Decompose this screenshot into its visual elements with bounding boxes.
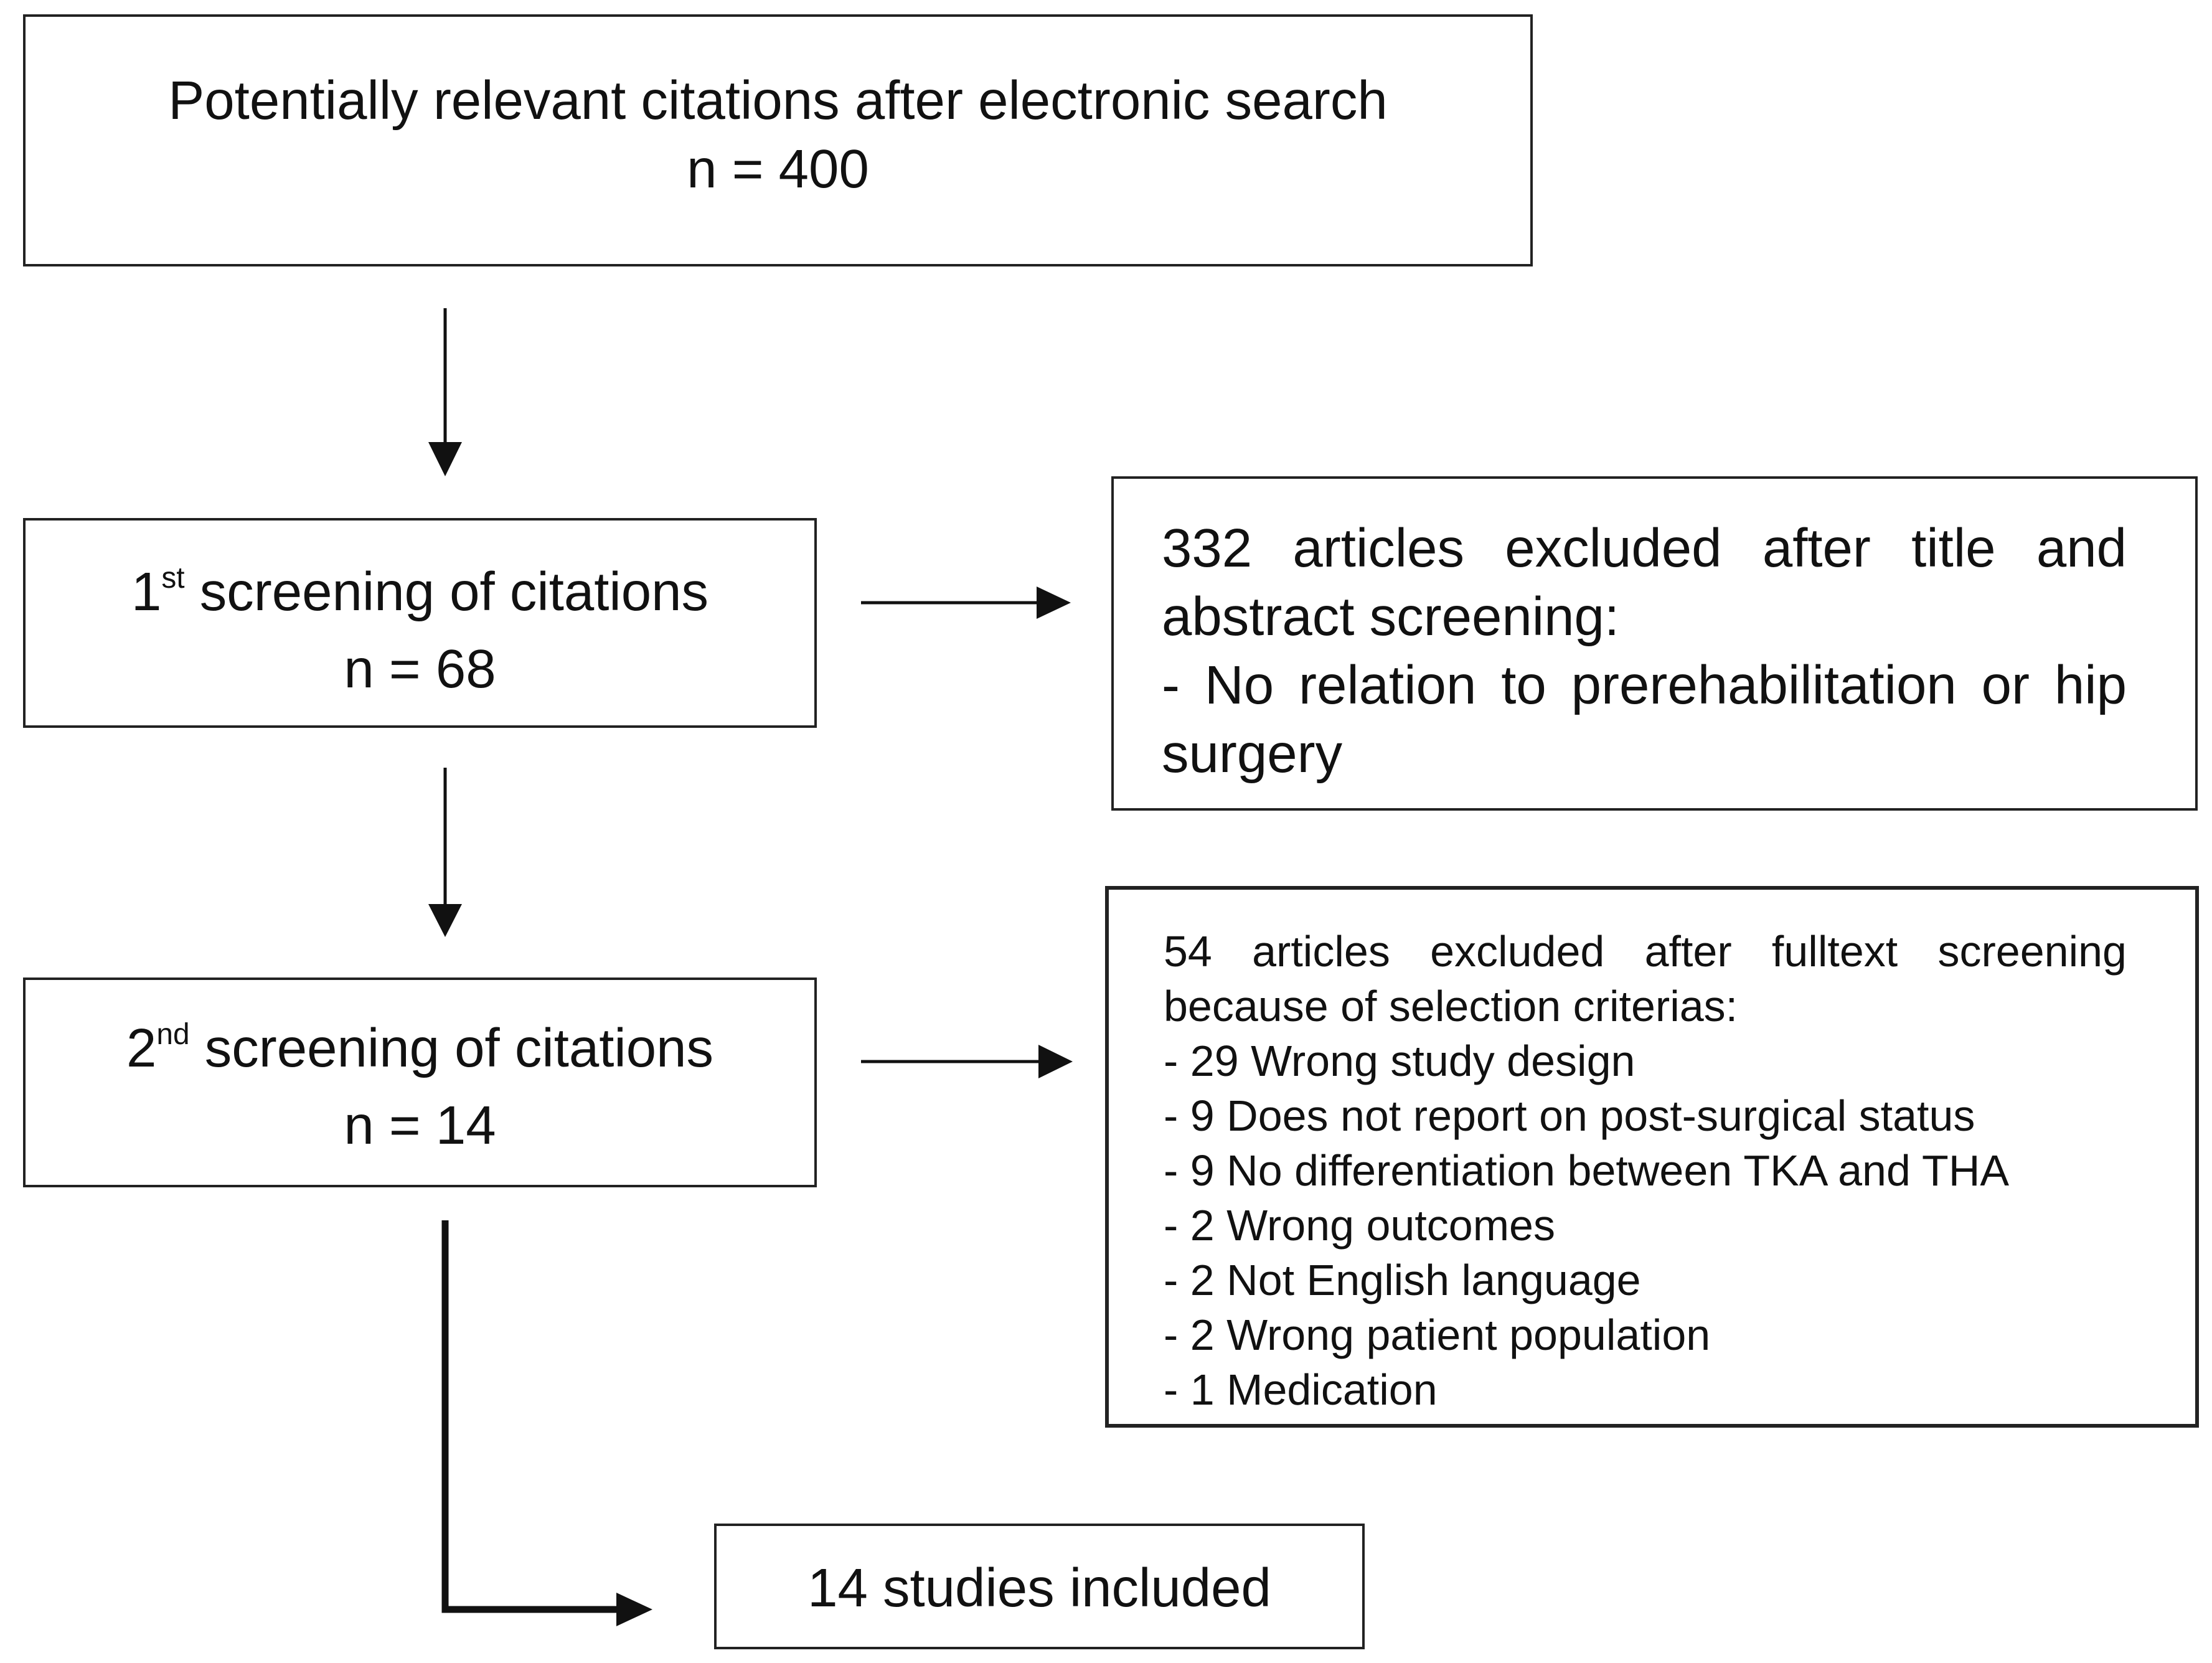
arrowhead-screening2-to-exclusion2: [1038, 1045, 1073, 1078]
fulltext-exclusion-reason: - 2 Wrong patient population: [1164, 1311, 1711, 1359]
arrowhead-screening1-to-exclusion1: [1037, 587, 1071, 619]
search-results-box: Potentially relevant citations after ele…: [23, 14, 1533, 266]
second-screening-label: screening of citations: [189, 1018, 714, 1078]
title-abstract-exclusion-text: 332 articles excluded after title and ab…: [1162, 518, 2127, 647]
studies-included-box: 14 studies included: [714, 1524, 1365, 1649]
first-screening-title: 1st screening of citations: [26, 558, 814, 635]
first-screening-label: screening of citations: [184, 562, 709, 622]
search-count: n = 400: [687, 139, 869, 199]
arrowhead-screening1-to-screening2: [428, 904, 462, 937]
fulltext-exclusion-reason: - 9 No differentiation between TKA and T…: [1164, 1146, 2010, 1195]
title-abstract-exclusion-reason: - No relation to prerehabilitation or hi…: [1162, 655, 2127, 784]
second-screening-title: 2nd screening of citations: [26, 1014, 814, 1091]
fulltext-exclusion-reason: - 29 Wrong study design: [1164, 1037, 1635, 1085]
fulltext-exclusion-reason: - 2 Wrong outcomes: [1164, 1201, 1555, 1250]
second-screening-count: n = 14: [344, 1095, 496, 1156]
first-screening-count: n = 68: [344, 639, 496, 699]
first-screening-box: 1st screening of citations n = 68: [23, 518, 817, 728]
title-abstract-exclusion-box: 332 articles excluded after title and ab…: [1111, 476, 2198, 811]
first-screening-ordinal-suffix: st: [161, 562, 185, 595]
arrowhead-screening2-to-included: [616, 1593, 652, 1626]
studies-included-text: 14 studies included: [807, 1558, 1271, 1618]
fulltext-exclusion-text: 54 articles excluded after fulltext scre…: [1164, 927, 2127, 1030]
second-screening-ordinal: 2: [126, 1018, 157, 1078]
second-screening-box: 2nd screening of citations n = 14: [23, 978, 817, 1187]
search-title: Potentially relevant citations after ele…: [168, 70, 1388, 131]
fulltext-exclusion-reason: - 1 Medication: [1164, 1365, 1438, 1414]
fulltext-exclusion-reason: - 9 Does not report on post-surgical sta…: [1164, 1091, 1975, 1140]
arrow-screening2-to-included: [441, 1220, 616, 1613]
arrowhead-search-to-screening1: [428, 442, 462, 476]
fulltext-exclusion-box: 54 articles excluded after fulltext scre…: [1105, 886, 2199, 1428]
second-screening-ordinal-suffix: nd: [156, 1018, 190, 1052]
fulltext-exclusion-reason: - 2 Not English language: [1164, 1256, 1641, 1304]
first-screening-ordinal: 1: [131, 562, 162, 622]
